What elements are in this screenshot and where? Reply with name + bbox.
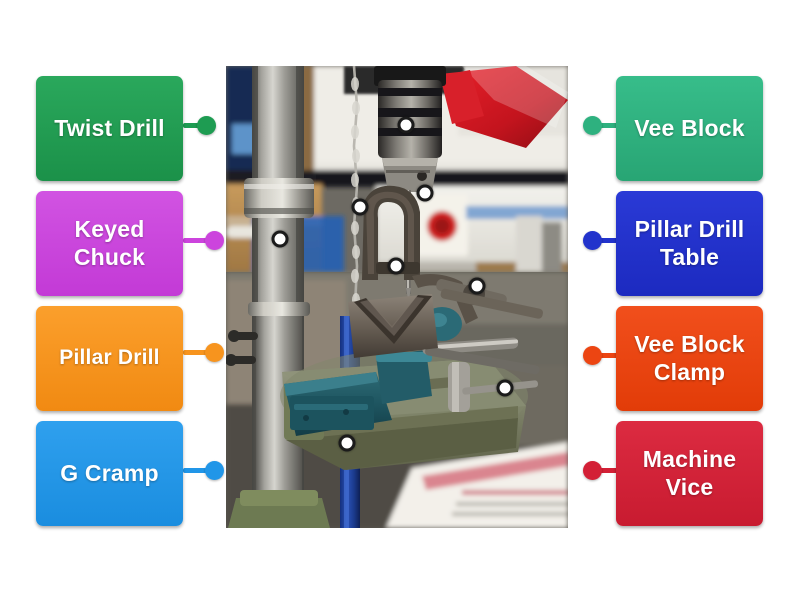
connector-pillar-drill [183, 350, 211, 355]
label-keyed-chuck[interactable]: Keyed Chuck [36, 191, 183, 296]
connector-vee-block-clamp [596, 353, 618, 358]
marker-machine-vice[interactable] [351, 198, 369, 216]
marker-keyed-chuck[interactable] [416, 184, 434, 202]
connector-g-cramp [183, 468, 211, 473]
label-g-cramp[interactable]: G Cramp [36, 421, 183, 526]
marker-pillar-drill[interactable] [271, 230, 289, 248]
knob-g-cramp[interactable] [205, 461, 224, 480]
pillar-drill-photo [226, 66, 568, 528]
knob-pillar-drill[interactable] [205, 343, 224, 362]
label-vee-block[interactable]: Vee Block [616, 76, 763, 181]
label-machine-vice[interactable]: Machine Vice [616, 421, 763, 526]
knob-pillar-drill-table[interactable] [583, 231, 602, 250]
connector-pillar-drill-table [596, 238, 618, 243]
connector-vee-block [596, 123, 618, 128]
label-twist-drill[interactable]: Twist Drill [36, 76, 183, 181]
marker-g-cramp[interactable] [338, 434, 356, 452]
marker-vee-block-clamp[interactable] [468, 277, 486, 295]
label-vee-block-clamp[interactable]: Vee Block Clamp [616, 306, 763, 411]
label-pillar-drill[interactable]: Pillar Drill [36, 306, 183, 411]
label-pillar-drill-table[interactable]: Pillar Drill Table [616, 191, 763, 296]
marker-twist-drill[interactable] [397, 116, 415, 134]
marker-vee-block[interactable] [387, 257, 405, 275]
knob-keyed-chuck[interactable] [205, 231, 224, 250]
connector-keyed-chuck [183, 238, 211, 243]
connector-machine-vice [596, 468, 618, 473]
connector-twist-drill [183, 123, 203, 128]
knob-machine-vice[interactable] [583, 461, 602, 480]
marker-pillar-drill-table[interactable] [496, 379, 514, 397]
knob-twist-drill[interactable] [197, 116, 216, 135]
knob-vee-block[interactable] [583, 116, 602, 135]
knob-vee-block-clamp[interactable] [583, 346, 602, 365]
